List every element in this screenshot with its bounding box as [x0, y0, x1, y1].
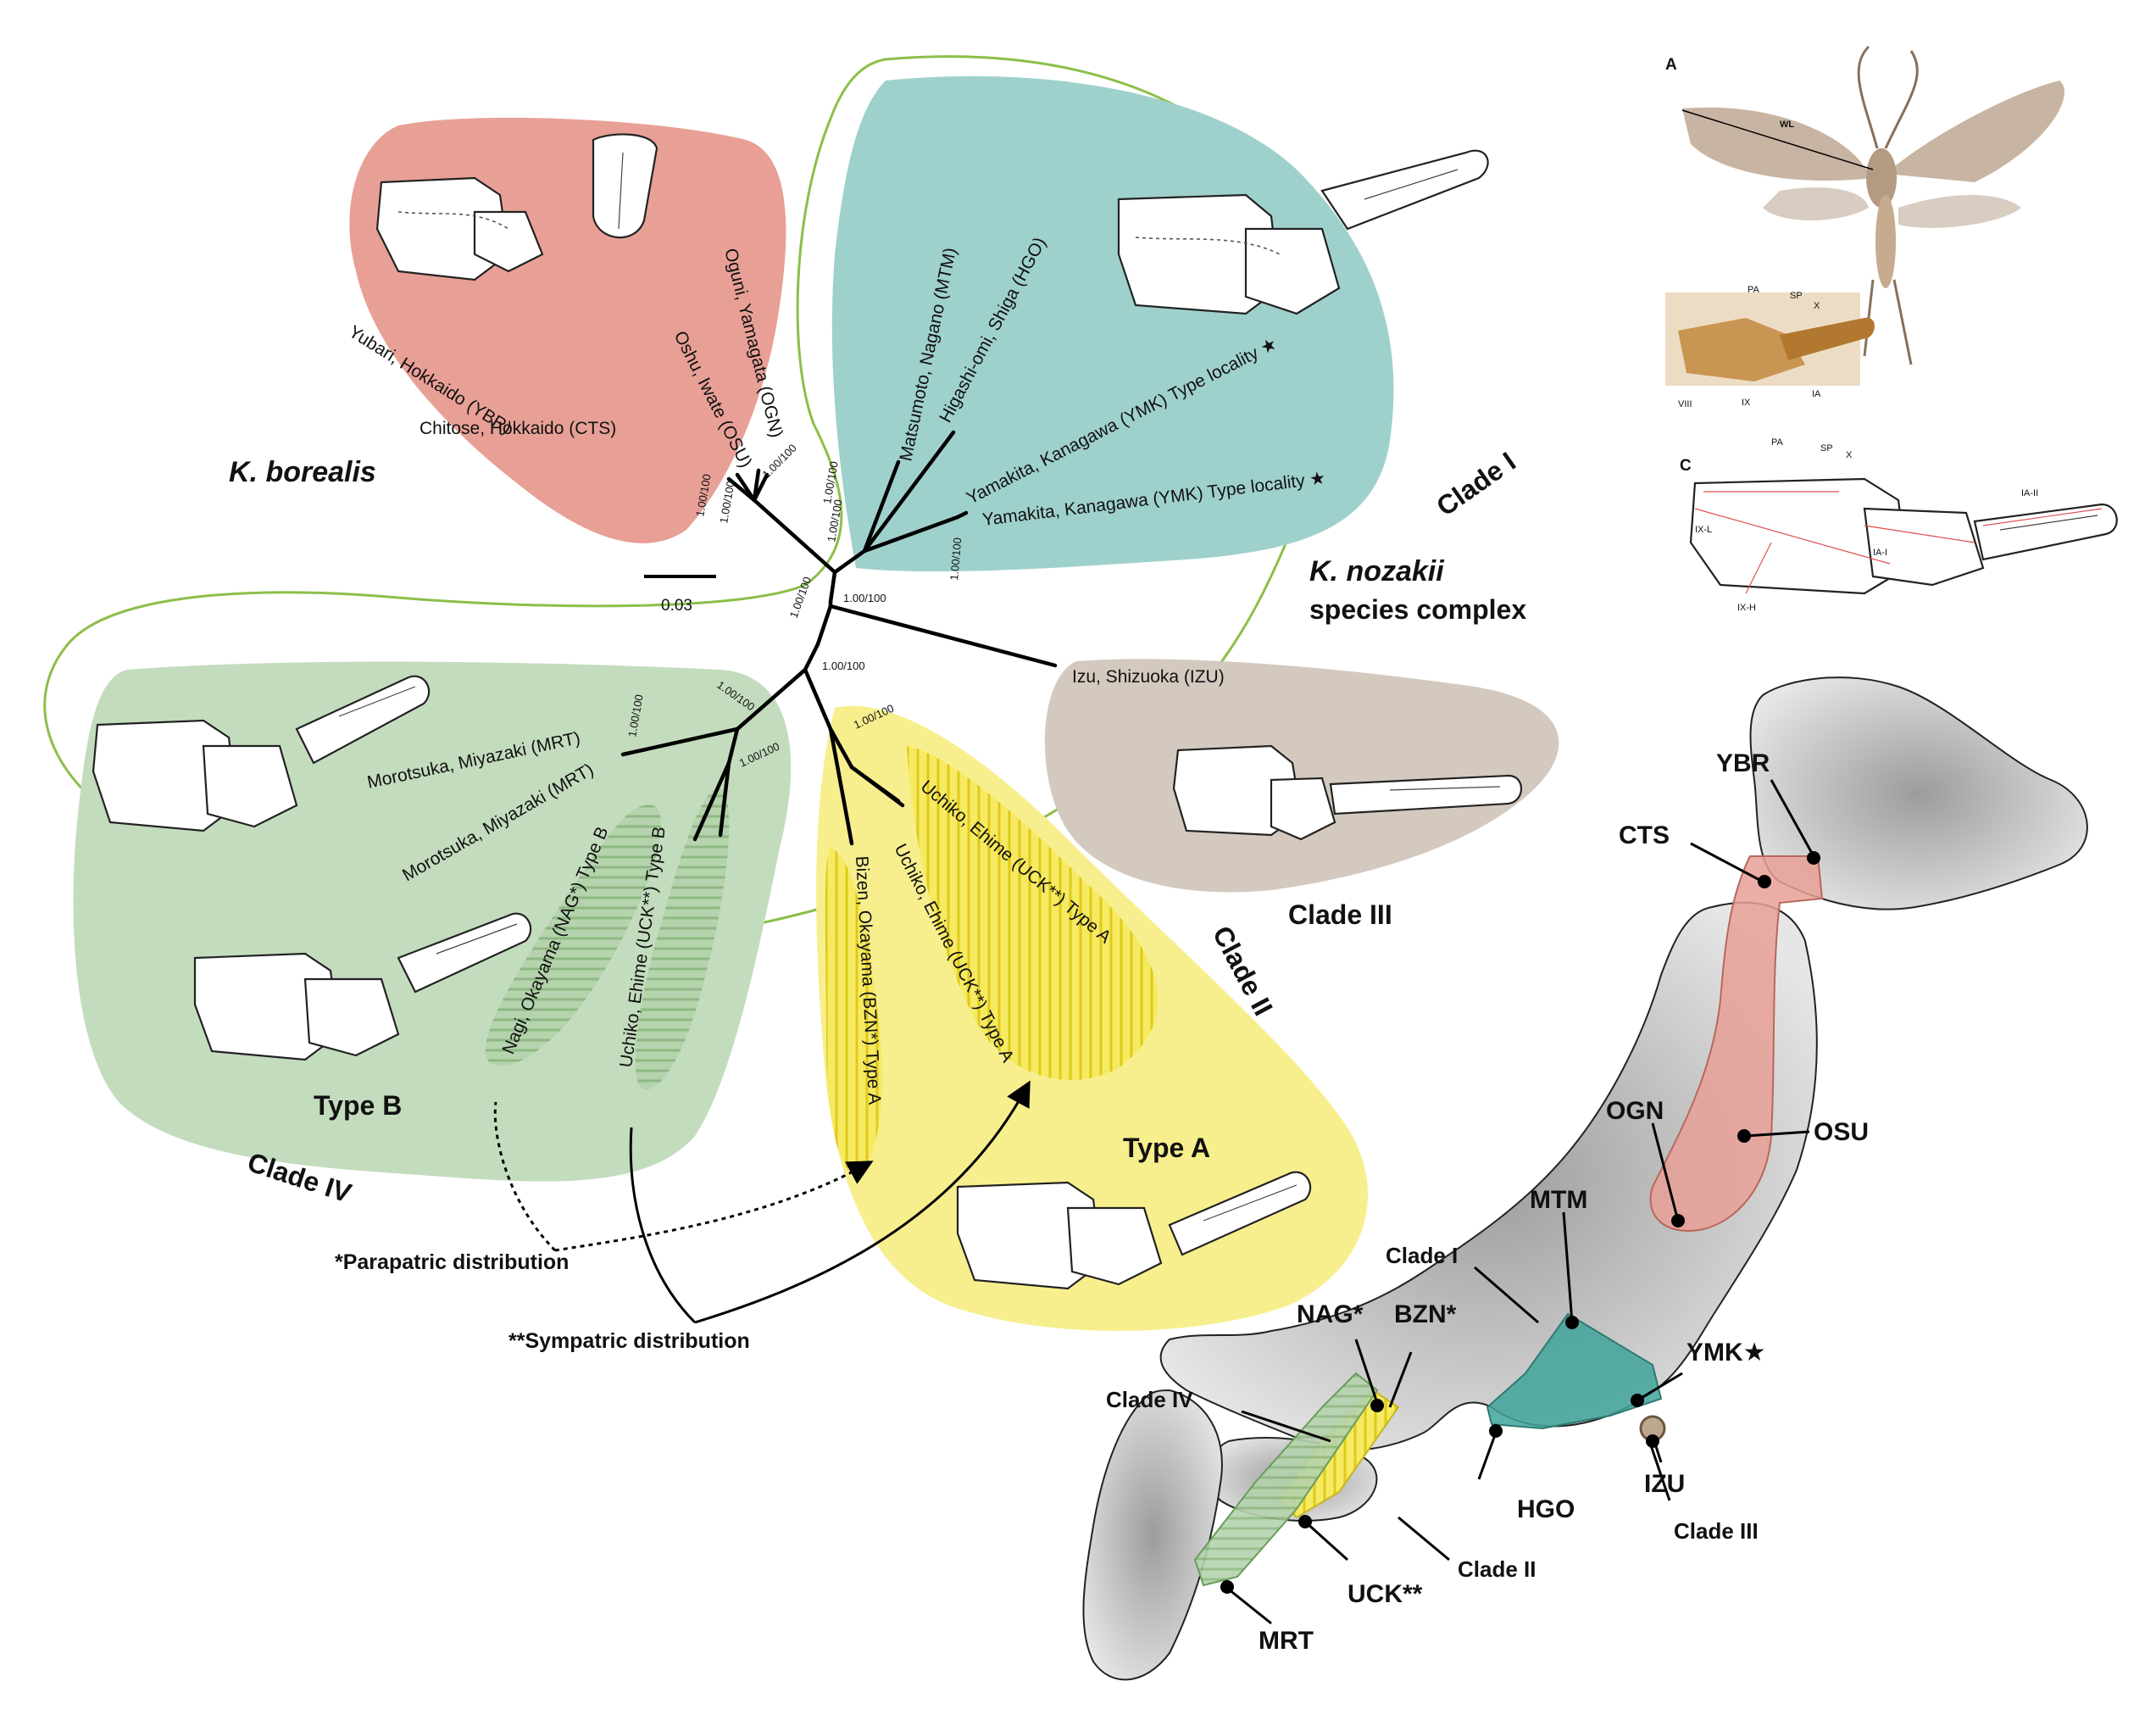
tip-cts: Chitose, Hokkaido (CTS) — [420, 419, 616, 438]
support-7: 1.00/100 — [787, 575, 814, 620]
map-label-ogn: OGN — [1606, 1097, 1664, 1125]
borealis-label: K. borealis — [229, 456, 376, 488]
support-3: 1.00/100 — [717, 480, 737, 524]
b-label-x: X — [1814, 301, 1820, 311]
b-label-ia: IA — [1812, 389, 1821, 399]
nozakii-label: K. nozakii — [1309, 555, 1445, 587]
map-label-ybr: YBR — [1716, 749, 1770, 777]
c-label-ixl: IX-L — [1695, 525, 1712, 535]
genitalia-clade1 — [1117, 149, 1489, 315]
c-label-sp: SP — [1820, 443, 1833, 454]
b-label-pa: PA — [1748, 285, 1760, 295]
japan-map — [1082, 676, 2088, 1681]
c-label-iai: IA-I — [1873, 548, 1887, 558]
c-label-ixh: IX-H — [1737, 603, 1756, 613]
uckA-hatch — [907, 746, 1159, 1081]
parapatric-arrow — [493, 1101, 864, 1252]
map-leaders — [1220, 779, 1820, 1625]
genitalia-clade2 — [956, 1171, 1312, 1290]
tip-izu: Izu, Shizuoka (IZU) — [1072, 667, 1225, 687]
genitalia-clade3 — [1172, 744, 1522, 841]
uckB-hatch — [635, 788, 730, 1090]
typeB-label: Type B — [314, 1090, 402, 1121]
typeA-label: Type A — [1123, 1133, 1210, 1163]
b-label-viii: VIII — [1678, 399, 1692, 409]
genitalia-photo — [1665, 292, 1875, 386]
map-clade4-region — [1193, 1372, 1379, 1587]
map-label-cts: CTS — [1619, 821, 1670, 849]
support-1: 1.00/100 — [760, 442, 799, 481]
map-label-bzn: BZN* — [1394, 1300, 1457, 1328]
clade1-label: Clade I — [1431, 446, 1521, 522]
map-label-clade4: Clade IV — [1106, 1387, 1193, 1412]
bzn-hatch — [825, 848, 882, 1174]
genitalia-clade4-upper — [92, 675, 431, 832]
support-6: 1.00/100 — [947, 537, 964, 582]
map-label-hgo: HGO — [1517, 1495, 1575, 1523]
moth-photo — [1681, 45, 2064, 365]
map-label-clade3: Clade III — [1674, 1518, 1759, 1544]
map-label-clade1: Clade I — [1386, 1243, 1458, 1268]
species-complex-label: species complex — [1309, 594, 1526, 625]
map-label-osu: OSU — [1814, 1118, 1869, 1146]
wl-label: WL — [1780, 120, 1794, 130]
genitalia-borealis — [375, 133, 658, 281]
phylogeny — [620, 430, 1058, 846]
map-label-mrt: MRT — [1259, 1627, 1314, 1655]
support-9: 1.00/100 — [822, 660, 865, 672]
kyushu — [1082, 1389, 1223, 1681]
b-label-ix: IX — [1742, 398, 1751, 408]
support-8: 1.00/100 — [843, 592, 886, 604]
b-label-sp: SP — [1790, 291, 1803, 301]
parapatric-label: *Parapatric distribution — [335, 1250, 569, 1274]
panel-A-label: A — [1665, 56, 1677, 74]
hokkaido — [1749, 676, 2088, 910]
clade3-label: Clade III — [1288, 899, 1392, 930]
c-label-x: X — [1846, 450, 1853, 460]
panel-C-label: C — [1680, 457, 1692, 475]
map-label-clade2: Clade II — [1458, 1556, 1536, 1582]
genitalia-annotated — [1689, 477, 2118, 595]
c-label-iaii: IA-II — [2021, 488, 2038, 498]
map-label-nag: NAG* — [1297, 1300, 1364, 1328]
nag-hatch — [485, 804, 662, 1066]
map-label-uck: UCK** — [1348, 1580, 1423, 1608]
map-borealis-band — [1649, 855, 1824, 1232]
map-label-izu: IZU — [1644, 1470, 1685, 1498]
map-clade1-region — [1486, 1312, 1663, 1430]
sympatric-arrow — [629, 1089, 1025, 1324]
map-label-mtm: MTM — [1530, 1186, 1587, 1214]
scale-bar-label: 0.03 — [661, 597, 692, 615]
genitalia-clade4-lower — [193, 912, 532, 1061]
c-label-pa: PA — [1771, 437, 1784, 448]
map-label-ymk: YMK★ — [1686, 1339, 1766, 1367]
sympatric-label: **Sympatric distribution — [508, 1329, 750, 1353]
clade3-region — [1044, 659, 1559, 893]
